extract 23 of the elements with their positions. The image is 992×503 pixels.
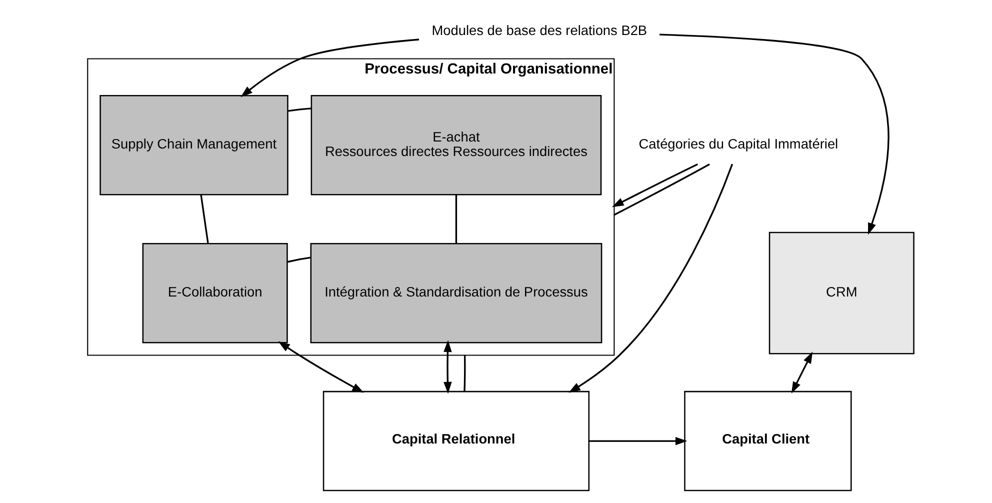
node-box: CRM xyxy=(768,232,914,354)
connector xyxy=(613,163,710,216)
node-text: Catégories du Capital Immatériel xyxy=(638,136,838,152)
arrow xyxy=(278,341,364,393)
node-box: Capital Relationnel xyxy=(322,390,590,492)
connector xyxy=(463,355,466,392)
node-box: Intégration & Standardisation de Processus xyxy=(310,242,602,344)
node-text: Modules de base des relations B2B xyxy=(431,22,647,38)
arrow xyxy=(240,38,419,98)
node-box: Supply Chain Management xyxy=(99,95,288,196)
node-box: E-achat Ressources directes Ressources indirectes xyxy=(310,95,602,196)
connector xyxy=(288,108,311,112)
arrow xyxy=(611,163,698,208)
arrow xyxy=(588,436,687,446)
connector xyxy=(286,256,310,263)
connector xyxy=(454,194,457,244)
node-box: Capital Client xyxy=(684,390,852,492)
node-box: E-Collaboration xyxy=(142,242,288,344)
arrow xyxy=(443,340,452,394)
arrow xyxy=(790,352,812,394)
arrow xyxy=(568,164,733,393)
connector xyxy=(200,194,208,244)
arrow xyxy=(659,34,889,235)
